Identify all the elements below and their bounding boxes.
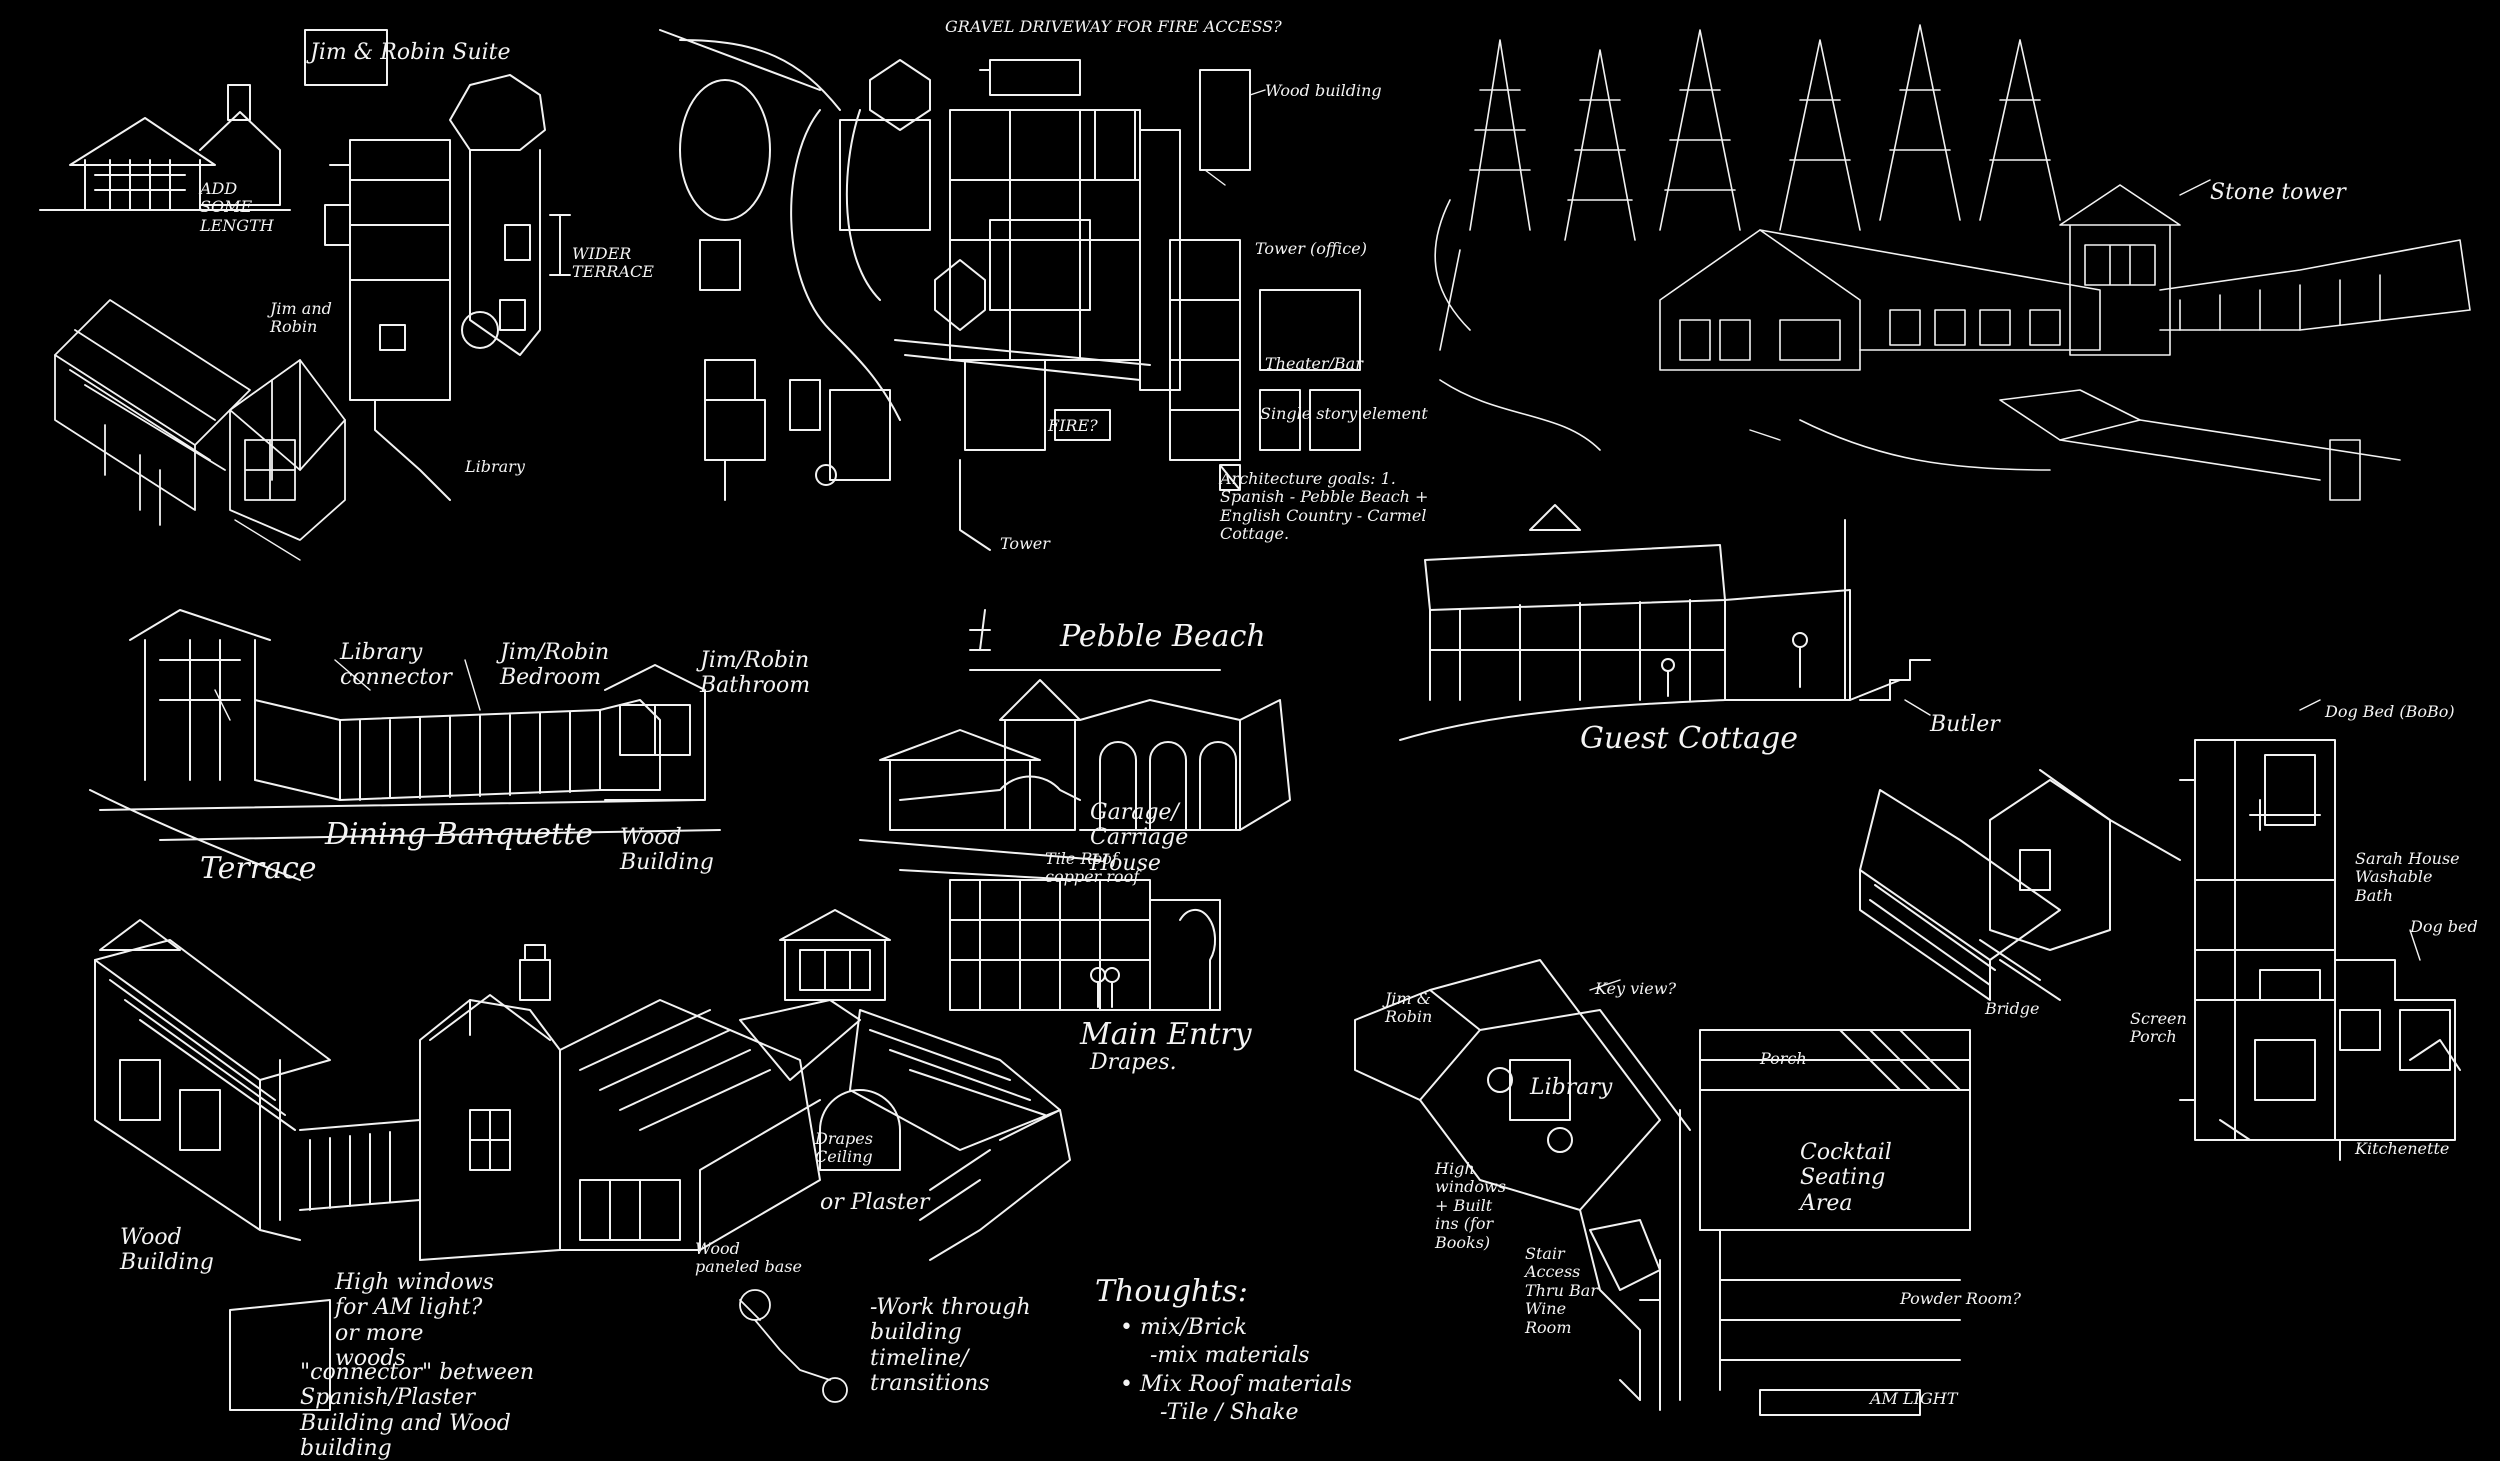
label-thoughts-1: • mix/Brick <box>1120 1315 1248 1340</box>
main-entry-section <box>949 879 1221 1011</box>
label-thoughts-3: • Mix Roof materials <box>1120 1372 1352 1397</box>
label-theater-bar: Theater/Bar <box>1265 354 1363 373</box>
label-am-light: AM LIGHT <box>1870 1389 1958 1408</box>
label-dog-bed: Dog Bed (BoBo) <box>2325 702 2455 721</box>
label-jim-robin-suite: Jim & Robin Suite <box>310 40 511 65</box>
label-architecture-goals: Architecture goals: 1. Spanish - Pebble … <box>1220 469 1429 544</box>
label-wood-building-top: Wood building <box>1265 81 1382 100</box>
label-stair-access: Stair Access Thru Bar Wine Room <box>1525 1244 1598 1337</box>
label-butler: Butler <box>1930 712 2000 737</box>
circulation-diagram <box>739 1289 848 1403</box>
label-pebble-beach: Pebble Beach <box>1060 619 1266 654</box>
label-single-story: Single story element <box>1260 404 1428 423</box>
label-jim-robin-bathroom: Jim/Robin Bathroom <box>700 648 811 699</box>
label-wood-paneled: Wood paneled base <box>695 1239 802 1277</box>
label-guest-cottage: Guest Cottage <box>1580 721 1798 756</box>
label-main-entry: Main Entry <box>1080 1017 1252 1052</box>
pebble-beach-perspective <box>859 609 1291 881</box>
cottage-floor-plan <box>2179 739 2461 1161</box>
label-jim-robin-bedroom: Jim/Robin Bedroom <box>500 640 610 691</box>
label-dining-banquette: Dining Banquette <box>325 817 594 852</box>
label-thoughts-4: -Tile / Shake <box>1160 1400 1299 1425</box>
label-or-plaster: or Plaster <box>820 1190 930 1215</box>
label-tile-roof: Tile Roof copper roof <box>1045 849 1140 887</box>
main-house-floor-plan <box>659 29 1361 551</box>
label-high-windows: High windows for AM light? or more woods <box>335 1270 494 1371</box>
label-powder-room: Powder Room? <box>1900 1289 2021 1308</box>
label-thoughts-2: -mix materials <box>1150 1343 1310 1368</box>
label-gravel-driveway: GRAVEL DRIVEWAY FOR FIRE ACCESS? <box>945 17 1282 36</box>
label-library-connector: Library connector <box>340 640 452 691</box>
library-wing-elevation <box>89 609 721 881</box>
label-terrace: Terrace <box>200 851 317 886</box>
label-bridge: Bridge <box>1985 999 2040 1018</box>
label-stone-tower: Stone tower <box>2210 180 2346 205</box>
library-floor-plan <box>1354 959 1971 1416</box>
label-kitchenette: Kitchenette <box>2355 1139 2450 1158</box>
label-wood-building-mid: Wood Building <box>620 825 714 876</box>
label-add-length: ADD SOME LENGTH <box>200 179 274 235</box>
label-cocktail-seating: Cocktail Seating Area <box>1800 1140 1892 1216</box>
forest-perspective-sketch <box>1434 24 2471 501</box>
label-thoughts: Thoughts: <box>1095 1274 1248 1309</box>
cottage-perspective-sketch <box>54 299 346 541</box>
label-library-lower: Library <box>1530 1075 1613 1100</box>
label-work-through: -Work through building timeline/ transit… <box>870 1295 1031 1396</box>
label-library-plan: Library <box>465 457 525 476</box>
annotation-leaders <box>214 89 2421 991</box>
suite-floor-plan <box>304 29 571 501</box>
label-wood-building-low: Wood Building <box>120 1225 214 1276</box>
cottage-perspective-lower <box>1859 769 2181 1001</box>
label-connector-between: "connector" between Spanish/Plaster Buil… <box>300 1360 535 1461</box>
label-porch: Porch <box>1760 1049 1807 1068</box>
label-key-view: Key view? <box>1595 979 1677 998</box>
label-drapes-ceiling: Drapes Ceiling <box>815 1129 873 1167</box>
label-jim-robin-lower: Jim & Robin <box>1385 989 1433 1027</box>
guest-cottage-section <box>1399 504 1931 741</box>
label-screen-porch: Screen Porch <box>2130 1009 2187 1047</box>
label-tower-plan: Tower <box>1000 534 1050 553</box>
label-tower-office: Tower (office) <box>1255 239 1367 258</box>
label-high-windows-builtins: High windows + Built ins (for Books) <box>1435 1159 1506 1252</box>
estate-aerial-perspective <box>94 909 1071 1411</box>
label-fire: FIRE? <box>1048 416 1098 435</box>
label-wider-terrace: WIDER TERRACE <box>572 244 654 282</box>
label-jim-robin-room: Jim and Robin <box>270 299 332 337</box>
label-garage-carriage: Garage/ Carriage House <box>1090 800 1189 876</box>
label-dog-bed-2: Dog bed <box>2410 917 2478 936</box>
elevation-sketch-top-left <box>39 84 291 211</box>
label-drapes: Drapes. <box>1090 1050 1177 1075</box>
label-sarah-house: Sarah House Washable Bath <box>2355 849 2460 905</box>
